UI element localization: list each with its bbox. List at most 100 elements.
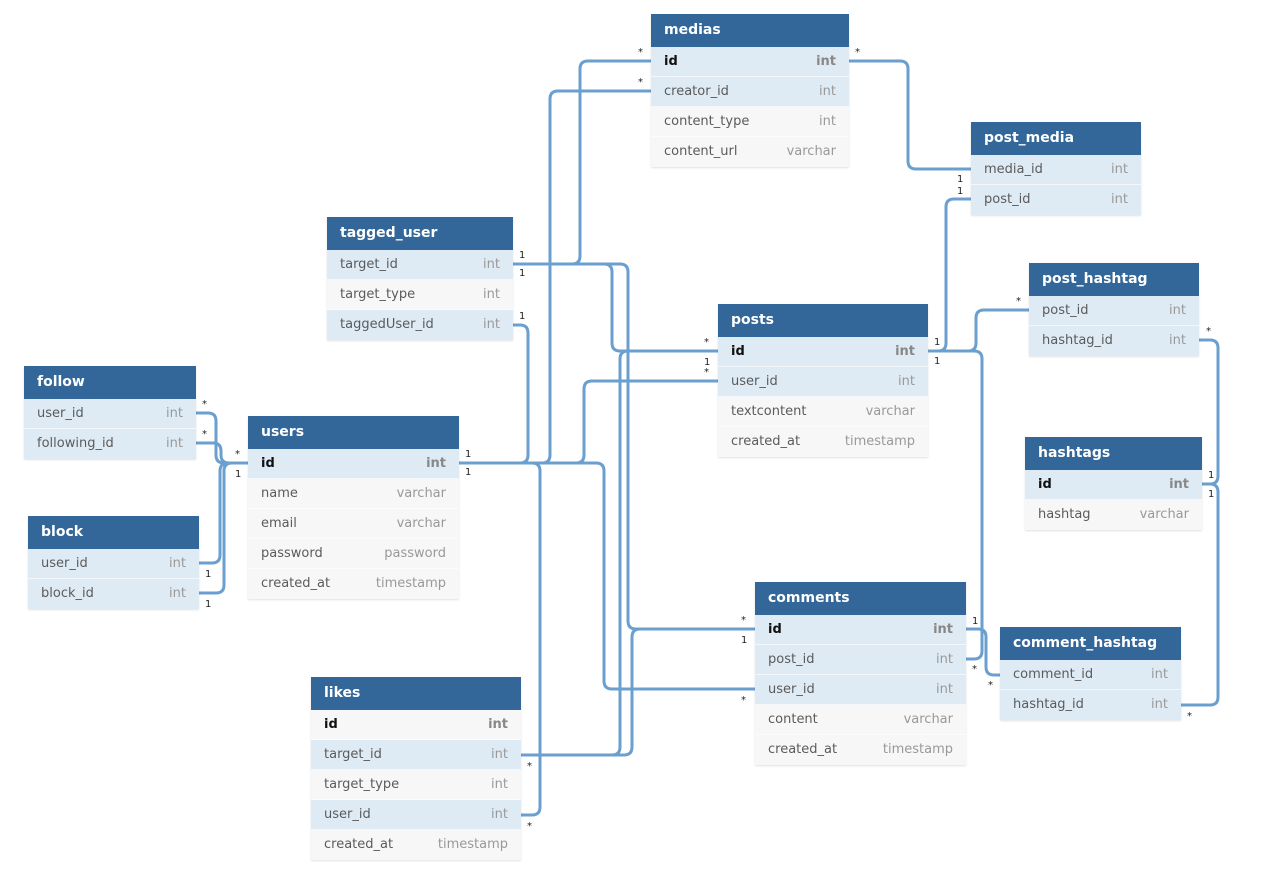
table-title: post_media <box>971 122 1141 155</box>
cardinality-label: 1 <box>704 357 710 368</box>
relationship-line[interactable] <box>521 627 755 757</box>
table-title: posts <box>718 304 928 337</box>
cardinality-label: 1 <box>465 467 471 478</box>
cardinality-label: 1 <box>1208 470 1214 481</box>
column-type: timestamp <box>882 742 953 757</box>
relationship-line[interactable] <box>459 323 530 465</box>
column-name: content_url <box>664 144 738 159</box>
cardinality-label: 1 <box>465 449 471 460</box>
relationship-line[interactable] <box>1181 482 1220 707</box>
table-row[interactable]: content_type int <box>651 107 849 137</box>
cardinality-label: * <box>638 77 643 88</box>
relationship-line[interactable] <box>849 59 971 171</box>
relationship-line[interactable] <box>513 262 718 353</box>
relationship-line[interactable] <box>459 461 542 817</box>
column-name: comment_id <box>1013 667 1094 682</box>
table-row[interactable]: post_id int <box>1029 296 1199 326</box>
column-name: id <box>324 717 338 732</box>
relationship-line[interactable] <box>459 379 718 465</box>
column-name: hashtag_id <box>1042 333 1113 348</box>
column-name: content_type <box>664 114 750 129</box>
column-type: int <box>1111 162 1128 177</box>
column-name: user_id <box>731 374 778 389</box>
column-name: id <box>768 622 782 637</box>
relationship-line[interactable] <box>928 308 1029 353</box>
relationship-line[interactable] <box>199 461 248 565</box>
cardinality-label: 1 <box>957 186 963 197</box>
relationship-line[interactable] <box>928 197 971 353</box>
column-name: post_id <box>1042 303 1089 318</box>
table-row[interactable]: user_id int <box>311 800 521 830</box>
column-type: int <box>936 652 953 667</box>
column-type: int <box>819 114 836 129</box>
relationship-line[interactable] <box>966 627 1000 677</box>
column-name: user_id <box>324 807 371 822</box>
column-type: int <box>491 747 508 762</box>
table-title: likes <box>311 677 521 710</box>
cardinality-label: * <box>202 429 207 440</box>
cardinality-label: 1 <box>741 635 747 646</box>
relationship-line[interactable] <box>513 262 755 631</box>
relationship-line[interactable] <box>196 411 248 465</box>
relationship-line[interactable] <box>459 461 755 691</box>
cardinality-label: 1 <box>934 356 940 367</box>
column-type: int <box>936 682 953 697</box>
column-type: int <box>1169 303 1186 318</box>
relationship-line[interactable] <box>199 461 248 595</box>
column-name: id <box>664 54 678 69</box>
relationship-line[interactable] <box>928 349 984 661</box>
column-type: int <box>491 807 508 822</box>
relationship-line[interactable] <box>196 441 248 465</box>
column-type: varchar <box>903 712 953 727</box>
